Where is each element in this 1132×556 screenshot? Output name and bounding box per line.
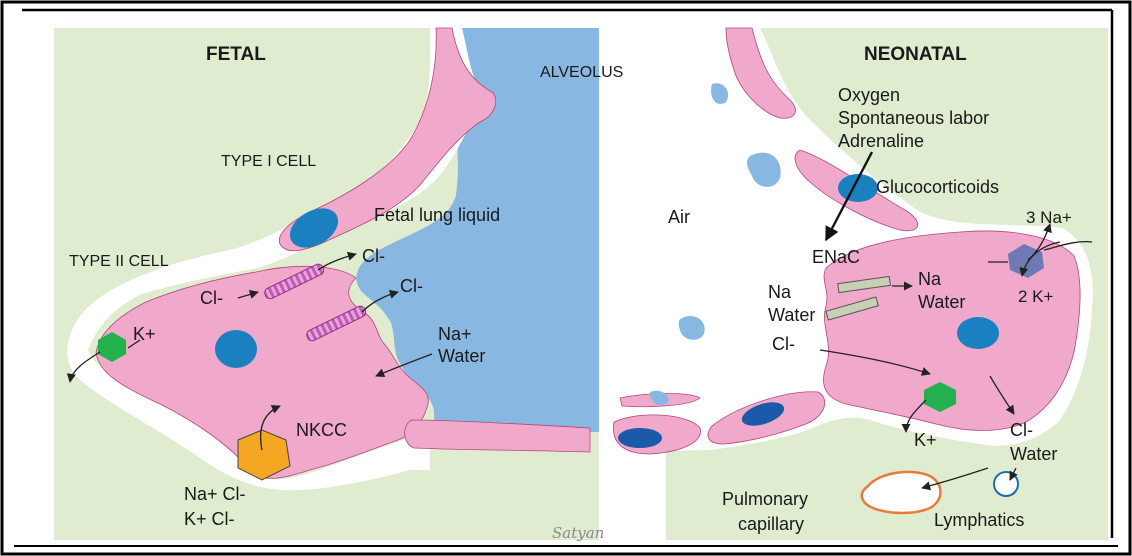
neonatal-type2-nucleus: [957, 317, 999, 349]
stimulus-adrenaline: Adrenaline: [838, 131, 924, 151]
fetal-title: FETAL: [206, 44, 266, 65]
pump-na-label: 3 Na+: [1026, 208, 1072, 227]
fetal-type2-nucleus: [215, 330, 257, 368]
neo-water-left-label: Water: [768, 305, 815, 325]
neonatal-title: NEONATAL: [864, 44, 967, 65]
pulmonary-label-2: capillary: [738, 514, 804, 534]
lymphatics-label: Lymphatics: [934, 510, 1024, 530]
nkcc-label: NKCC: [296, 420, 347, 440]
neo-cl-label: Cl-: [772, 334, 795, 354]
glucocorticoids-label: Glucocorticoids: [876, 177, 999, 197]
lymphatic-vessel[interactable]: [994, 472, 1018, 496]
fetal-cl-mid-label: Cl-: [400, 276, 423, 296]
nkcc-ions-line2: K+ Cl-: [184, 509, 235, 529]
type-two-cell-label: TYPE II CELL: [69, 253, 169, 270]
neo-water-right-label: Water: [918, 292, 965, 312]
alveolus-label: ALVEOLUS: [540, 64, 623, 81]
neo-out-water-label: Water: [1010, 444, 1057, 464]
fetal-lung-liquid-label: Fetal lung liquid: [374, 205, 500, 225]
neo-na-left-label: Na: [768, 282, 792, 302]
pump-k-label: 2 K+: [1018, 287, 1054, 306]
fetal-k-label: K+: [133, 324, 156, 344]
neonatal-bottom-nucleus-left: [618, 428, 662, 448]
fetal-cl-top-label: Cl-: [362, 246, 385, 266]
fetal-cl-left-label: Cl-: [200, 288, 223, 308]
stimulus-labor: Spontaneous labor: [838, 108, 989, 128]
signature: Satyan: [552, 524, 604, 542]
enac-label: ENaC: [812, 247, 860, 267]
neo-k-label: K+: [914, 430, 937, 450]
stimulus-oxygen: Oxygen: [838, 85, 900, 105]
type-one-cell-label: TYPE I CELL: [221, 153, 316, 170]
neo-na-right-label: Na: [918, 269, 942, 289]
neo-out-cl-label: Cl-: [1010, 420, 1033, 440]
air-label: Air: [668, 207, 690, 227]
pulmonary-label-1: Pulmonary: [722, 489, 808, 509]
fetal-water-label: Water: [438, 346, 485, 366]
nkcc-ions-line1: Na+ Cl-: [184, 484, 246, 504]
fetal-na-label: Na+: [438, 324, 472, 344]
